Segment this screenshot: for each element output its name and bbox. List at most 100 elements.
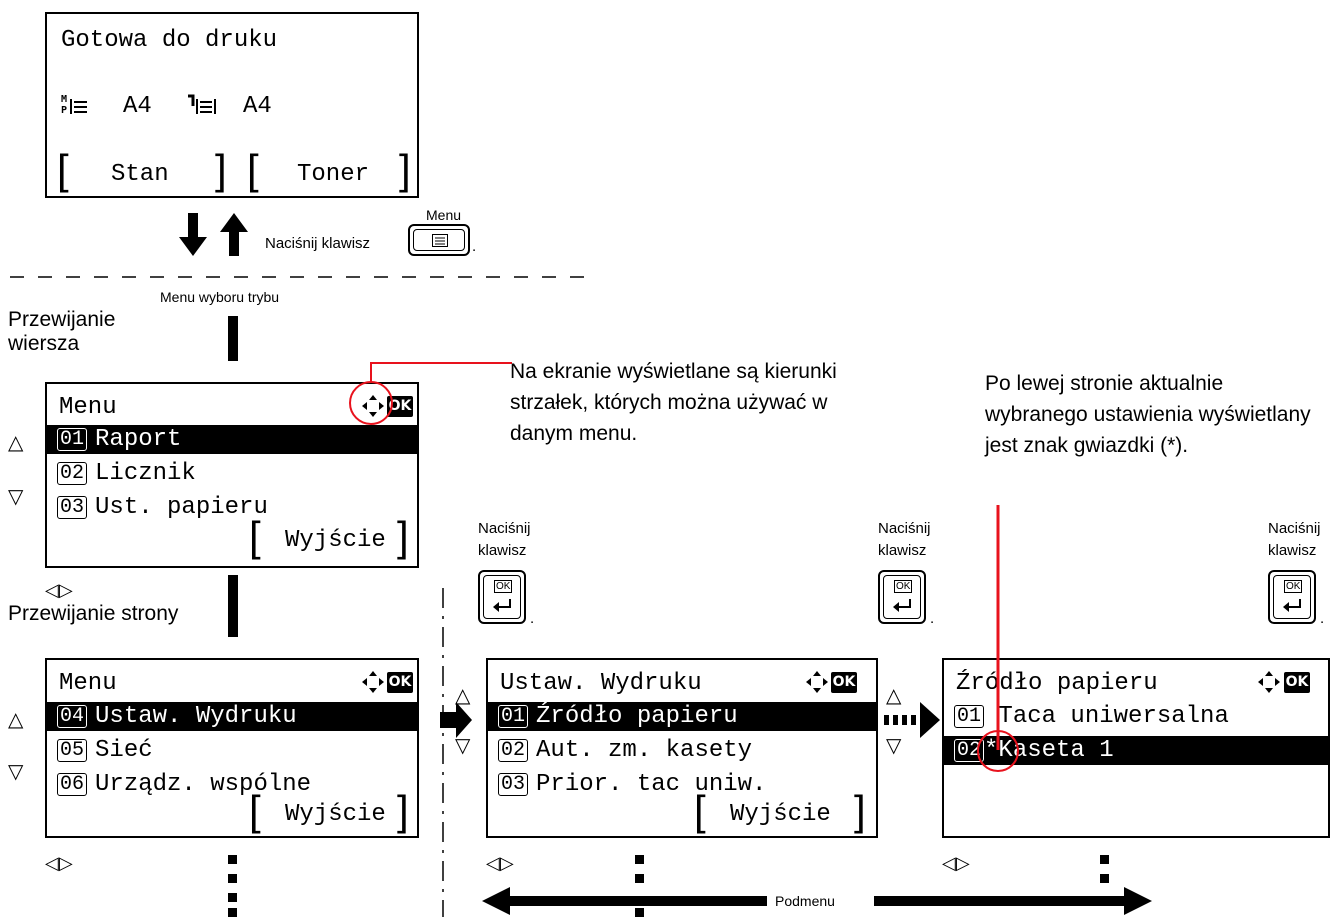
ok-hint-line1: Naciśnij bbox=[878, 520, 931, 537]
connector-bar bbox=[228, 575, 238, 637]
bracket-left: [ bbox=[249, 787, 261, 834]
menu-item[interactable]: 02 Licznik bbox=[57, 459, 196, 488]
item-number: 04 bbox=[57, 705, 88, 728]
connector-bar bbox=[228, 316, 238, 361]
dot-marker bbox=[228, 893, 237, 902]
item-number: 02 bbox=[57, 462, 88, 485]
dot-marker bbox=[228, 855, 237, 864]
cassette-size: A4 bbox=[243, 93, 272, 120]
ok-hint-line1: Naciśnij bbox=[1268, 520, 1321, 537]
toner-softkey[interactable]: Toner bbox=[297, 161, 370, 188]
status-softkey[interactable]: Stan bbox=[111, 161, 169, 188]
menu1-title: Menu bbox=[59, 394, 117, 421]
exit-softkey[interactable]: Wyjście bbox=[285, 801, 386, 828]
menu-item[interactable]: 02*Kaseta 1 bbox=[944, 736, 1328, 765]
ok-key-dot: . bbox=[1320, 610, 1325, 627]
menu-key-dot: . bbox=[472, 238, 477, 255]
down-icon: ▽ bbox=[8, 761, 24, 783]
mode-menu-label: Menu wyboru trybu bbox=[160, 289, 280, 305]
ok-key-icon[interactable]: OK bbox=[478, 570, 526, 624]
left-right-icon: ◁▷ bbox=[942, 853, 970, 873]
item-number: 02 bbox=[954, 739, 985, 762]
enter-icon bbox=[493, 599, 511, 612]
item-number: 02 bbox=[498, 739, 529, 762]
submenu-separator bbox=[442, 588, 444, 917]
arrows-note: Na ekranie wyświetlane są kierunki strza… bbox=[510, 360, 837, 445]
bracket-right: ] bbox=[397, 787, 409, 834]
item-label: Urządz. wspólne bbox=[95, 771, 312, 798]
menu-key-icon[interactable] bbox=[408, 224, 470, 256]
bracket-right: ] bbox=[399, 146, 411, 193]
ready-title: Gotowa do druku bbox=[61, 27, 278, 54]
down-icon: ▽ bbox=[8, 486, 24, 508]
menu-item[interactable]: 01 Taca uniwersalna bbox=[954, 702, 1229, 731]
svg-text:P: P bbox=[61, 105, 67, 116]
ok-hint-line2: klawisz bbox=[1268, 542, 1317, 559]
submenu-span-arrow bbox=[482, 887, 1152, 915]
down-up-arrows-icon bbox=[179, 213, 248, 256]
ok-key-icon[interactable]: OK bbox=[878, 570, 926, 624]
ok-badge: OK bbox=[387, 396, 413, 417]
item-number: 03 bbox=[57, 496, 88, 519]
menu3-title: Ustaw. Wydruku bbox=[500, 670, 702, 697]
exit-softkey[interactable]: Wyjście bbox=[285, 527, 386, 554]
down-icon: ▽ bbox=[886, 735, 902, 757]
menu-item[interactable]: 01 Źródło papieru bbox=[488, 702, 876, 731]
dot-marker bbox=[635, 855, 644, 864]
item-number: 05 bbox=[57, 739, 88, 762]
dot-marker bbox=[635, 874, 644, 883]
left-right-icon: ◁▷ bbox=[45, 853, 73, 873]
exit-softkey[interactable]: Wyjście bbox=[730, 801, 831, 828]
menu-item[interactable]: 04 Ustaw. Wydruku bbox=[47, 702, 417, 731]
mp-tray-icon: M P bbox=[61, 92, 95, 116]
dot-marker bbox=[635, 908, 644, 917]
bracket-right: ] bbox=[854, 787, 866, 834]
item-label: Taca uniwersalna bbox=[984, 703, 1229, 730]
menu-key-caption: Menu bbox=[426, 207, 462, 223]
ok-key-dot: . bbox=[930, 610, 935, 627]
ok-key-label: OK bbox=[494, 580, 513, 593]
dot-marker bbox=[228, 908, 237, 917]
item-label: Sieć bbox=[95, 737, 153, 764]
menu-key-text: Naciśnij klawisz bbox=[265, 235, 371, 252]
menu-item[interactable]: 05 Sieć bbox=[57, 736, 153, 765]
item-label: Źródło papieru bbox=[536, 703, 738, 730]
ok-key-dot: . bbox=[530, 610, 535, 627]
item-label: Licznik bbox=[95, 460, 196, 487]
ok-hint-line2: klawisz bbox=[478, 542, 527, 559]
ok-badge: OK bbox=[387, 672, 413, 693]
separator-line bbox=[10, 276, 595, 278]
left-right-icon: ◁▷ bbox=[45, 580, 73, 600]
menu-screen-4: Źródło papieru OK 01 Taca uniwersalna 02… bbox=[942, 658, 1330, 838]
navigation-arrows-icon bbox=[1258, 671, 1280, 693]
submenu-label: Podmenu bbox=[775, 893, 835, 909]
dot-marker bbox=[228, 874, 237, 883]
item-number: 01 bbox=[498, 705, 529, 728]
navigation-arrows-icon bbox=[362, 671, 384, 693]
asterisk-callout bbox=[977, 505, 1019, 772]
ok-hint-line2: klawisz bbox=[878, 542, 927, 559]
up-icon: △ bbox=[8, 432, 24, 454]
down-icon: ▽ bbox=[455, 735, 471, 757]
item-label: Ustaw. Wydruku bbox=[95, 703, 297, 730]
bracket-left: [ bbox=[57, 146, 69, 193]
enter-icon bbox=[1283, 599, 1301, 612]
scroll-line-label: Przewijanie wiersza bbox=[8, 308, 116, 355]
right-arrow-icon bbox=[440, 702, 472, 738]
enter-icon bbox=[893, 599, 911, 612]
item-label: Raport bbox=[95, 426, 182, 453]
ok-key-label: OK bbox=[894, 580, 913, 593]
mp-tray-size: A4 bbox=[123, 93, 152, 120]
ok-key-label: OK bbox=[1284, 580, 1303, 593]
arrows-callout bbox=[349, 362, 512, 425]
up-icon: △ bbox=[886, 685, 902, 707]
bracket-right: ] bbox=[215, 146, 227, 193]
ok-key-icon[interactable]: OK bbox=[1268, 570, 1316, 624]
